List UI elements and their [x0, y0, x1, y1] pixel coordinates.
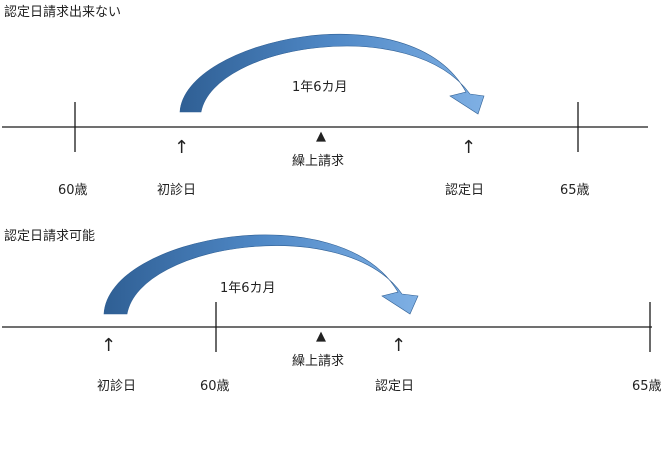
- retro-claim-label-1: 繰上請求: [292, 154, 345, 169]
- tick-label-age60-2: 60歳: [200, 379, 230, 394]
- triangle-marker-1: ▲: [316, 129, 326, 144]
- duration-label-1: 1年6カ月: [292, 80, 348, 95]
- duration-arrow-1: [179, 34, 485, 115]
- up-arrow-first-visit-1: ↑: [174, 137, 190, 158]
- tick-label-age65-1: 65歳: [560, 183, 590, 198]
- up-arrow-first-visit-2: ↑: [101, 335, 117, 356]
- up-arrow-recognition-2: ↑: [391, 335, 407, 356]
- triangle-marker-2: ▲: [316, 329, 326, 344]
- tick-label-age65-2: 65歳: [632, 379, 662, 394]
- tick-label-age60-1: 60歳: [58, 183, 88, 198]
- duration-label-2: 1年6カ月: [220, 281, 276, 296]
- scenario-1-title: 認定日請求出来ない: [4, 5, 122, 20]
- up-arrow-recognition-1: ↑: [461, 137, 477, 158]
- retro-claim-label-2: 繰上請求: [292, 354, 345, 369]
- tick-label-first-visit-2: 初診日: [97, 379, 137, 394]
- tick-label-recognition-2: 認定日: [375, 379, 415, 394]
- tick-label-recognition-1: 認定日: [445, 183, 485, 198]
- scenario-2-title: 認定日請求可能: [4, 229, 96, 244]
- duration-arrow-2: [103, 234, 419, 315]
- tick-label-first-visit-1: 初診日: [157, 183, 197, 198]
